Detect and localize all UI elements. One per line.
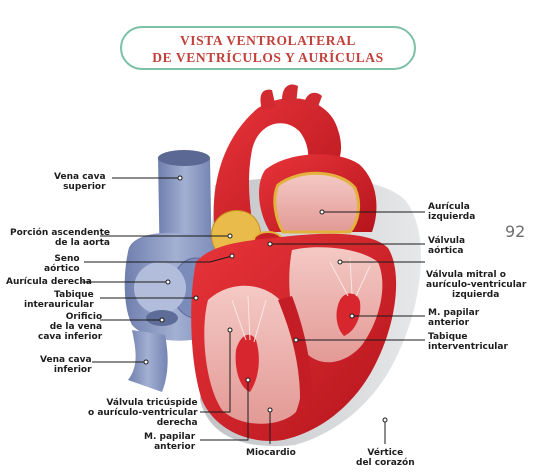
page-number: 92 <box>505 222 525 241</box>
label-miocardio: Miocardio <box>246 448 296 458</box>
label-auricula-derecha: Aurícula derecha <box>6 277 92 287</box>
